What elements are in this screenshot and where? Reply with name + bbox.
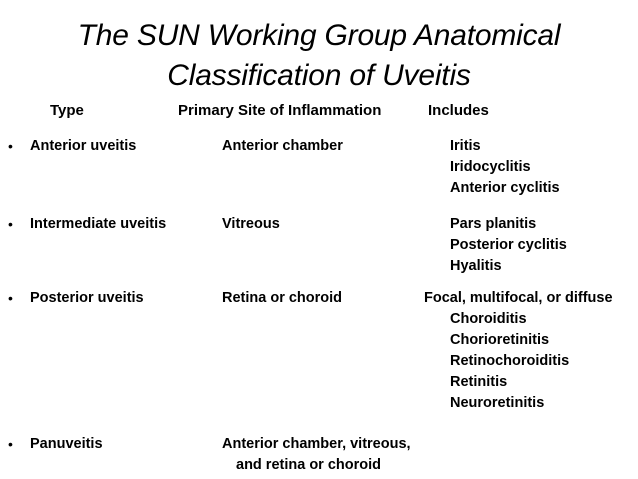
column-header-type: Type xyxy=(50,102,84,119)
row-site-line: Anterior chamber xyxy=(222,138,343,154)
slide-title: The SUN Working Group Anatomical Classif… xyxy=(0,16,638,96)
list-item: Anterior cyclitis xyxy=(450,180,560,196)
row-site-line: Retina or choroid xyxy=(222,290,343,306)
list-item: Neuroretinitis xyxy=(450,395,545,411)
row-site-line: Anterior chamber, vitreous, xyxy=(222,436,411,452)
includes-list: Pars planitis Posterior cyclitis Hyaliti… xyxy=(450,214,567,277)
list-item: Retinochoroiditis xyxy=(450,353,570,369)
list-item: Iritis xyxy=(450,138,481,154)
row-site-label: Anterior chamber xyxy=(222,136,343,157)
includes-lead-label: Focal, multifocal, or diffuse xyxy=(424,290,613,306)
row-site-label: Retina or choroid xyxy=(222,288,342,309)
includes-list: Focal, multifocal, or diffuse Choroiditi… xyxy=(424,288,613,414)
list-item: Hyalitis xyxy=(450,258,502,274)
list-item: Chorioretinitis xyxy=(450,332,550,348)
row-type-label: Panuveitis xyxy=(30,436,103,452)
list-item: Pars planitis xyxy=(450,216,537,232)
list-item: Choroiditis xyxy=(450,311,527,327)
row-type-label: Anterior uveitis xyxy=(30,138,137,154)
bullet-icon: • xyxy=(8,436,13,452)
list-item: Retinitis xyxy=(450,374,508,390)
bullet-icon: • xyxy=(8,290,13,306)
bullet-icon: • xyxy=(8,216,13,232)
bullet-icon: • xyxy=(8,138,13,154)
slide-title-line-1: The SUN Working Group Anatomical xyxy=(77,19,561,52)
row-includes-group: Focal, multifocal, or diffuse Choroiditi… xyxy=(424,288,613,414)
row-includes-group: Iritis Iridocyclitis Anterior cyclitis xyxy=(450,136,560,199)
column-header-row: Type Primary Site of Inflammation Includ… xyxy=(0,101,638,123)
row-site-line-continuation: and retina or choroid xyxy=(236,457,382,473)
row-site-label: Anterior chamber, vitreous, and retina o… xyxy=(222,434,411,476)
list-item: Posterior cyclitis xyxy=(450,237,567,253)
list-item: Iridocyclitis xyxy=(450,159,531,175)
includes-list: Iritis Iridocyclitis Anterior cyclitis xyxy=(450,136,560,199)
column-header-primary-site: Primary Site of Inflammation xyxy=(178,102,382,119)
row-site-line: Vitreous xyxy=(222,216,280,232)
row-type-label: Posterior uveitis xyxy=(30,290,144,306)
row-type-label: Intermediate uveitis xyxy=(30,216,167,232)
row-site-label: Vitreous xyxy=(222,214,280,235)
column-header-includes: Includes xyxy=(428,102,489,119)
row-includes-group: Pars planitis Posterior cyclitis Hyaliti… xyxy=(450,214,567,277)
slide-title-line-2: Classification of Uveitis xyxy=(167,59,471,92)
